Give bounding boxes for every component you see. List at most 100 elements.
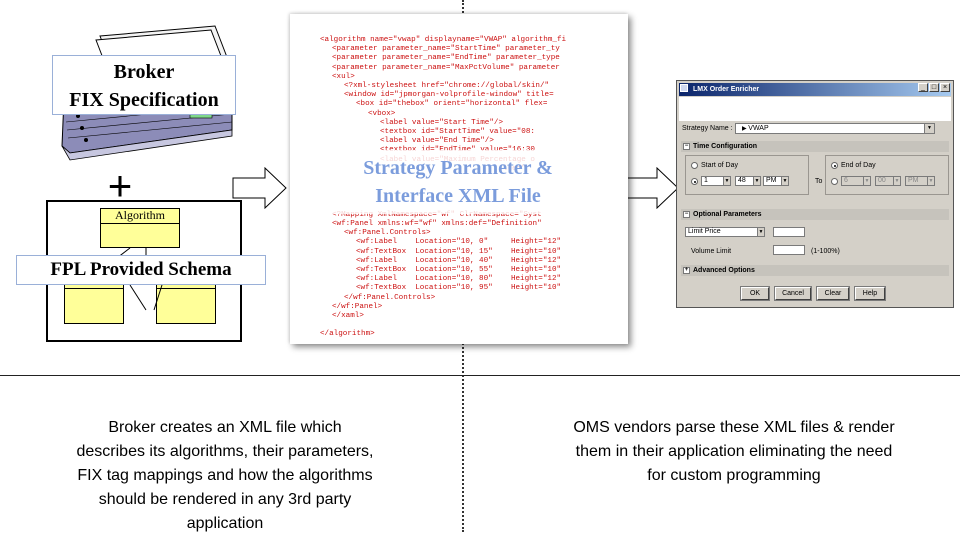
end-minute-value: 00 (878, 177, 886, 184)
section-time-label: Time Configuration (693, 143, 758, 150)
chevron-down-icon[interactable]: ▼ (924, 124, 934, 133)
limit-price-select[interactable]: Limit Price ▼ (685, 227, 765, 237)
plus-sign: + (107, 162, 133, 209)
help-button[interactable]: Help (854, 286, 886, 301)
xml-code-line: <box id="thebox" orient="horizontal" fle… (356, 100, 548, 109)
xml-code-line: <window id="jpmorgan-volprofile-window" … (344, 91, 554, 100)
arrow-right-icon (624, 167, 679, 209)
caption-line: OMS vendors parse these XML files & rend… (573, 419, 895, 436)
section-optional-parameters[interactable]: − Optional Parameters (681, 209, 949, 220)
end-hour-value: 6 (844, 177, 848, 184)
xml-code-line: </xaml> (332, 312, 364, 320)
section-advanced-label: Advanced Options (693, 267, 755, 274)
xml-code-line: <parameter parameter_name="MaxPctVolume"… (332, 63, 560, 72)
maximize-icon[interactable]: □ (929, 83, 939, 92)
collapse-icon[interactable]: − (683, 143, 690, 150)
clear-button[interactable]: Clear (816, 286, 850, 301)
xml-code-line: <parameter parameter_name="EndTime" para… (332, 54, 560, 63)
ok-button[interactable]: OK (740, 286, 770, 301)
caption-line: Broker creates an XML file which (108, 419, 342, 436)
xml-code-line: <algorithm name="vwap" displayname="VWAP… (320, 36, 567, 44)
dialog-header-area (679, 97, 951, 121)
book-label-line-2: FIX Specification (69, 89, 219, 111)
end-ampm-value: PM (908, 177, 919, 184)
spin-arrow-icon[interactable]: ▼ (753, 177, 760, 185)
algorithm-box (100, 208, 180, 248)
app-icon (680, 84, 688, 92)
section-advanced-options[interactable]: + Advanced Options (681, 265, 949, 276)
end-time-group (825, 155, 949, 195)
xml-code-line: <wf:Label Location="10, 0" Height="12" (356, 238, 562, 247)
play-icon: ▶ (742, 126, 749, 132)
caption-line: FIX tag mappings and how the algorithms (77, 467, 373, 484)
xml-title-line-2: Interface XML File (375, 185, 541, 207)
spin-arrow-icon[interactable]: ▼ (927, 177, 934, 185)
start-time-group (685, 155, 809, 195)
xml-code-line: <xul> (332, 72, 355, 81)
xml-title-line-1: Strategy Parameter & (363, 157, 553, 179)
start-minute-value: 48 (738, 177, 746, 184)
volume-limit-input[interactable] (773, 245, 805, 255)
section-time-configuration[interactable]: − Time Configuration (681, 141, 949, 152)
xml-code-line: <?Mapping XmlNamespace="wf" ClrNamespace… (332, 210, 542, 219)
caption-line: should be rendered in any 3rd party (98, 491, 352, 508)
section-optional-label: Optional Parameters (693, 211, 762, 218)
end-hour-spin[interactable]: 6▼ (841, 176, 871, 186)
end-ampm-spin[interactable]: PM ▼ (905, 176, 935, 186)
xml-code-line: <wf:TextBox Location="10, 15" Height="10… (356, 247, 562, 256)
start-minute-spin[interactable]: 48 ▼ (735, 176, 761, 186)
dialog-title: LMX Order Enricher (693, 86, 760, 93)
schema-child-divider-left (64, 288, 124, 289)
xml-code-line: <wf:Panel xmlns:wf="wf" xmlns:def="Defin… (332, 220, 542, 228)
caption-line: describes its algorithms, their paramete… (76, 443, 374, 460)
to-label: To (815, 178, 823, 185)
caption-line: application (186, 515, 264, 532)
start-time-radio[interactable] (691, 178, 698, 185)
xml-code-line: <textbox id="StartTime" value="08: (380, 128, 535, 136)
xml-code-line: <wf:Label Location="10, 40" Height="12" (356, 256, 562, 265)
fpl-schema-label: FPL Provided Schema (16, 255, 266, 285)
caption-line: for custom programming (647, 467, 821, 484)
minimize-icon[interactable]: _ (918, 83, 928, 92)
spin-arrow-icon[interactable]: ▼ (781, 177, 788, 185)
order-enricher-dialog: LMX Order Enricher _ □ × Strategy Name :… (676, 80, 954, 308)
xml-code-line: <label value="End Time"/> (380, 137, 494, 146)
xml-code-line: </wf:Panel> (332, 302, 383, 311)
start-ampm-spin[interactable]: PM ▼ (763, 176, 789, 186)
xml-code-line: <vbox> (368, 109, 396, 118)
start-of-day-radio[interactable] (691, 162, 698, 169)
limit-price-input[interactable] (773, 227, 805, 237)
horizontal-divider (0, 375, 960, 376)
xml-code-line: </wf:Panel.Controls> (344, 293, 436, 302)
window-controls: _ □ × (918, 83, 950, 92)
spin-arrow-icon[interactable]: ▼ (723, 177, 730, 185)
schema-child-divider-right (156, 288, 216, 289)
dialog-title-bar: LMX Order Enricher (679, 83, 951, 96)
collapse-icon[interactable]: − (683, 211, 690, 218)
caption-line: them in their application eliminating th… (575, 443, 893, 460)
start-ampm-value: PM (766, 177, 777, 184)
xml-code-line: </algorithm> (320, 330, 375, 339)
limit-price-value: Limit Price (688, 228, 721, 235)
start-hour-spin[interactable]: 1▼ (701, 176, 731, 186)
strategy-select[interactable]: ▶ VWAP ▼ (735, 123, 935, 134)
left-caption: Broker creates an XML file which describ… (30, 416, 420, 536)
broker-fix-spec-label: Broker FIX Specification (52, 55, 236, 115)
expand-icon[interactable]: + (683, 267, 690, 274)
chevron-down-icon[interactable]: ▼ (757, 228, 764, 236)
close-icon[interactable]: × (940, 83, 950, 92)
strategy-value: VWAP (748, 125, 769, 132)
end-minute-spin[interactable]: 00 ▼ (875, 176, 901, 186)
volume-limit-hint: (1-100%) (811, 248, 840, 255)
start-of-day-label: Start of Day (701, 162, 738, 169)
end-time-radio[interactable] (831, 178, 838, 185)
book-label-line-1: Broker (113, 61, 175, 83)
spin-arrow-icon[interactable]: ▼ (893, 177, 900, 185)
cancel-button[interactable]: Cancel (774, 286, 812, 301)
xml-code-line: <label value="Start Time"/> (380, 118, 504, 127)
xml-code-line: <wf:TextBox Location="10, 95" Height="10… (356, 284, 562, 293)
spin-arrow-icon[interactable]: ▼ (863, 177, 870, 185)
end-of-day-radio[interactable] (831, 162, 838, 169)
right-caption: OMS vendors parse these XML files & rend… (508, 416, 960, 488)
arrow-right-icon (232, 167, 287, 209)
